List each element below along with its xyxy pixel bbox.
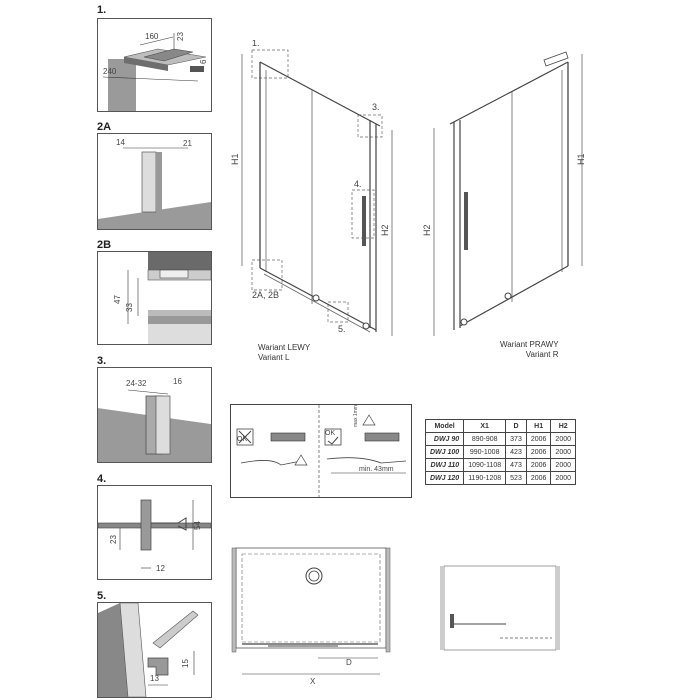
section-label-3: 3. [97,355,107,367]
table-row: DWJ 110 1090-1108 473 2006 2000 [424,458,576,472]
dim-54: 54 [193,521,202,530]
left-callout-3: 3. [372,102,380,112]
detail-1-drawing: 160 23 240 6 [98,19,211,111]
table-cell: 1090-1108 [463,458,507,472]
table-cell: 473 [505,458,527,472]
col-header: X1 [463,419,507,433]
right-variant-elevation: H1 H2 [422,51,586,336]
section-label-1: 1. [97,4,107,16]
dim-24-32: 24-32 [126,379,147,388]
right-variant-line1: Wariant PRAWY [500,340,559,349]
table-cell: 1190-1208 [463,471,507,485]
left-variant-line1: Wariant LEWY [258,343,311,352]
left-variant-elevation: H1 H2 1. 3. 4. 2A, 2B 5. [230,40,393,336]
right-variant-caption: Wariant PRAWY Variant R [500,340,559,360]
plan-x-label: X [310,677,316,686]
model-table: Model X1 D H1 H2 DWJ 90 890-908 373 2006… [424,419,576,485]
dim-14: 14 [116,138,125,147]
ok-label-right: OK [325,430,335,437]
table-cell: 2000 [550,445,576,459]
left-h1-label: H1 [230,153,240,165]
small-plan-view [440,565,560,651]
dim-12: 12 [156,564,165,573]
table-row: DWJ 90 890-908 373 2006 2000 [424,432,576,446]
left-callout-5: 5. [338,324,346,334]
col-header: H2 [550,419,576,433]
dim-21: 21 [183,139,192,148]
detail-2a-drawing: 14 21 [98,138,211,229]
table-cell: 2006 [525,445,552,459]
installation-box: OK OK max 1mm min. 43mm [230,404,412,498]
detail-2a-panel: 14 21 [97,133,212,230]
table-cell: DWJ 110 [424,458,465,472]
installation-drawing: OK OK max 1mm min. 43mm [236,405,407,497]
min-label: min. 43mm [359,466,394,473]
table-cell: DWJ 100 [424,445,465,459]
plan-view: D X [231,547,391,686]
col-header: H1 [525,419,552,433]
table-cell: 2006 [525,432,552,446]
detail-5-panel: 15 13 [97,602,212,698]
dim-33: 33 [125,303,134,312]
table-cell: 523 [505,471,527,485]
detail-4-panel: 54 23 12 [97,485,212,580]
dim-240: 240 [103,67,117,76]
left-variant-line2: Variant L [258,353,290,362]
left-variant-caption: Wariant LEWY Variant L [258,343,310,363]
dim-6: 6 [199,59,208,64]
left-h2-label: H2 [380,224,390,236]
right-h2-label: H2 [422,224,432,236]
table-cell: 890-908 [463,432,507,446]
dim-15: 15 [181,659,190,668]
table-cell: 373 [505,432,527,446]
detail-3-drawing: 24-32 16 [98,368,211,462]
table-cell: DWJ 90 [424,432,465,446]
table-cell: 2006 [525,471,552,485]
detail-1-panel: 160 23 240 6 [97,18,212,112]
table-cell: 2000 [550,432,576,446]
dim-23: 23 [176,32,185,41]
detail-2b-drawing: 47 33 [113,252,211,344]
section-label-5: 5. [97,590,107,602]
col-header: Model [424,419,465,433]
left-callout-4: 4. [354,179,362,189]
table-header-row: Model X1 D H1 H2 [424,419,576,433]
detail-3-panel: 24-32 16 [97,367,212,463]
table-row: DWJ 120 1190-1208 523 2006 2000 [424,471,576,485]
right-variant-line2: Variant R [525,350,559,359]
table-cell: DWJ 120 [424,471,465,485]
table-cell: 990-1008 [463,445,507,459]
table-cell: 2006 [525,458,552,472]
table-cell: 423 [505,445,527,459]
table-cell: 2000 [550,471,576,485]
dim-23-detail4: 23 [109,535,118,544]
max-label: max 1mm [353,405,359,427]
detail-5-drawing: 15 13 [98,603,199,697]
plan-d-label: D [346,658,352,667]
section-label-2a: 2A [97,121,112,133]
section-label-4: 4. [97,473,107,485]
left-callout-1: 1. [252,40,260,48]
section-label-2b: 2B [97,239,112,251]
dim-13: 13 [150,674,159,683]
table-cell: 2000 [550,458,576,472]
detail-2b-panel: 47 33 [97,251,212,345]
table-row: DWJ 100 990-1008 423 2006 2000 [424,445,576,459]
detail-4-drawing: 54 23 12 [98,499,211,573]
col-header: D [505,419,527,433]
dim-160: 160 [145,32,159,41]
dim-16: 16 [173,377,182,386]
ok-label-left: OK [237,436,247,443]
dim-47: 47 [113,295,122,304]
left-callout-2a2b: 2A, 2B [252,290,279,300]
right-h1-label: H1 [576,153,586,165]
